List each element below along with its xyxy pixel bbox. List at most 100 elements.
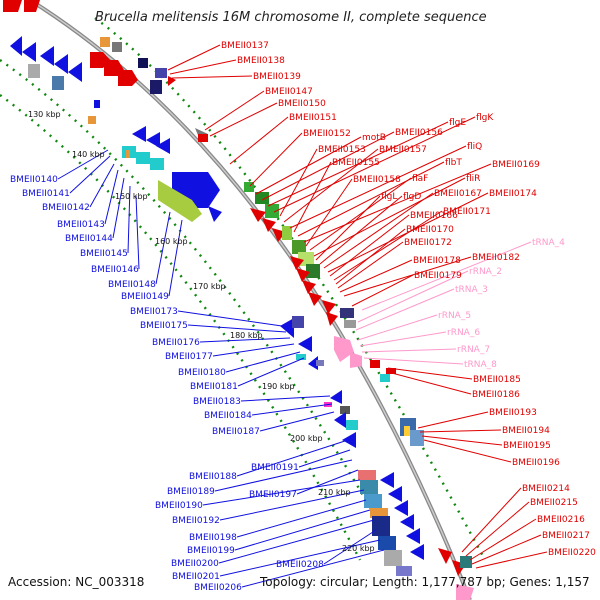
rna-leader-line — [361, 241, 532, 311]
rna-label[interactable]: tRNA_3 — [455, 285, 488, 295]
forward-gene-leader-line — [471, 534, 542, 565]
reverse-gene-label[interactable]: BMEII0144 — [65, 234, 113, 244]
kbp-label: 200 kbp — [290, 434, 323, 443]
reverse-gene-label[interactable]: BMEII0173 — [130, 307, 178, 317]
forward-gene-label[interactable]: BMEII0179 — [414, 271, 462, 281]
forward-gene-label[interactable]: BMEII0171 — [443, 207, 491, 217]
reverse-gene-label[interactable]: BMEII0142 — [42, 203, 90, 213]
forward-gene-label[interactable]: BMEII0166 — [410, 211, 458, 221]
forward-gene-label[interactable]: BMEII0158 — [353, 175, 401, 185]
forward-gene-label[interactable]: motB — [362, 133, 386, 143]
forward-gene-label[interactable]: BMEII0152 — [303, 129, 351, 139]
forward-gene-label[interactable]: BMEII0150 — [278, 99, 326, 109]
reverse-gene-label[interactable]: BMEII0180 — [178, 368, 226, 378]
gene-arrow — [40, 46, 54, 66]
reverse-gene-label[interactable]: BMEII0198 — [189, 533, 237, 543]
forward-gene-leader-line — [419, 429, 502, 433]
reverse-gene-label[interactable]: BMEII0188 — [189, 472, 237, 482]
gene-arrow — [22, 42, 36, 62]
forward-gene-label[interactable]: BMEII0172 — [404, 238, 452, 248]
reverse-gene-leader-line — [236, 439, 349, 477]
forward-gene-label[interactable]: flgL — [381, 192, 397, 202]
reverse-gene-label[interactable]: BMEII0145 — [80, 249, 128, 259]
forward-gene-label[interactable]: BMEII0147 — [265, 87, 313, 97]
rna-label[interactable]: rRNA_6 — [447, 328, 480, 338]
forward-gene-label[interactable]: fliQ — [467, 142, 482, 152]
forward-gene-label[interactable]: BMEII0194 — [502, 426, 550, 436]
forward-gene-label[interactable]: flaF — [412, 174, 428, 184]
rna-label[interactable]: tRNA_8 — [464, 360, 497, 370]
reverse-gene-label[interactable]: BMEII0191 — [251, 463, 299, 473]
reverse-gene-label[interactable]: BMEII0200 — [171, 559, 219, 569]
forward-gene-label[interactable]: BMEII0139 — [253, 72, 301, 82]
reverse-gene-label[interactable]: BMEII0197 — [249, 490, 297, 500]
rna-label[interactable]: rRNA_2 — [469, 267, 502, 277]
forward-gene-label[interactable]: flgK — [476, 113, 494, 123]
forward-gene-label[interactable]: BMEII0220 — [548, 548, 596, 558]
reverse-gene-label[interactable]: BMEII0199 — [187, 546, 235, 556]
forward-gene-leader-line — [279, 148, 318, 217]
forward-gene-leader-line — [171, 75, 253, 79]
reverse-gene-label[interactable]: BMEII0140 — [10, 175, 58, 185]
reverse-gene-label[interactable]: BMEII0183 — [193, 397, 241, 407]
reverse-gene-label[interactable]: BMEII0187 — [212, 427, 260, 437]
reverse-gene-label[interactable]: BMEII0206 — [194, 583, 242, 593]
rna-feature — [334, 336, 354, 362]
forward-gene-label[interactable]: BMEII0217 — [542, 531, 590, 541]
reverse-gene-label[interactable]: BMEII0148 — [108, 280, 156, 290]
forward-gene-label[interactable]: BMEII0138 — [237, 56, 285, 66]
forward-gene-label[interactable]: BMEII0137 — [221, 41, 269, 51]
reverse-gene-label[interactable]: BMEII0189 — [167, 487, 215, 497]
feature-block — [126, 150, 130, 158]
reverse-gene-leader-line — [155, 211, 171, 285]
reverse-gene-label[interactable]: BMEII0184 — [204, 411, 252, 421]
reverse-gene-label[interactable]: BMEII0143 — [57, 220, 105, 230]
forward-gene-label[interactable]: BMEII0153 — [318, 145, 366, 155]
forward-gene-label[interactable]: BMEII0174 — [489, 189, 537, 199]
forward-gene-label[interactable]: BMEII0193 — [489, 408, 537, 418]
forward-gene-label[interactable]: BMEII0185 — [473, 375, 521, 385]
forward-gene-label[interactable]: BMEII0186 — [472, 390, 520, 400]
feature-block — [346, 420, 358, 430]
forward-gene-label[interactable]: BMEII0155 — [332, 158, 380, 168]
gene-arrow — [168, 76, 176, 86]
reverse-gene-label[interactable]: BMEII0201 — [172, 572, 220, 582]
forward-gene-label[interactable]: flgE — [449, 118, 466, 128]
reverse-gene-label[interactable]: BMEII0146 — [91, 265, 139, 275]
rna-label[interactable]: rRNA_5 — [438, 311, 471, 321]
forward-gene-label[interactable]: BMEII0214 — [522, 484, 570, 494]
forward-gene-label[interactable]: fliR — [466, 174, 480, 184]
reverse-gene-label[interactable]: BMEII0176 — [152, 338, 200, 348]
forward-gene-label[interactable]: BMEII0169 — [492, 160, 540, 170]
feature-block — [265, 204, 279, 218]
reverse-gene-label[interactable]: BMEII0208 — [276, 560, 324, 570]
forward-gene-label[interactable]: BMEII0195 — [503, 441, 551, 451]
reverse-gene-leader-line — [296, 469, 359, 495]
reverse-gene-label[interactable]: BMEII0177 — [165, 352, 213, 362]
forward-gene-label[interactable]: BMEII0170 — [406, 225, 454, 235]
forward-gene-label[interactable]: BMEII0167 — [434, 189, 482, 199]
forward-gene-label[interactable]: BMEII0196 — [512, 458, 560, 468]
forward-gene-label[interactable]: BMEII0178 — [413, 256, 461, 266]
reverse-gene-label[interactable]: BMEII0141 — [22, 189, 70, 199]
gene-arrow — [3, 0, 22, 12]
forward-gene-label[interactable]: BMEII0182 — [472, 253, 520, 263]
reverse-gene-label[interactable]: BMEII0175 — [140, 321, 188, 331]
reverse-gene-leader-line — [234, 509, 371, 551]
feature-block — [150, 80, 162, 94]
forward-gene-label[interactable]: flbT — [445, 158, 462, 168]
reverse-gene-label[interactable]: BMEII0190 — [155, 501, 203, 511]
forward-gene-leader-line — [255, 136, 362, 195]
rna-label[interactable]: rRNA_7 — [457, 345, 490, 355]
forward-gene-label[interactable]: BMEII0156 — [395, 128, 443, 138]
forward-gene-label[interactable]: flgD — [403, 192, 421, 202]
forward-gene-label[interactable]: BMEII0157 — [379, 145, 427, 155]
reverse-gene-label[interactable]: BMEII0149 — [121, 292, 169, 302]
reverse-gene-label[interactable]: BMEII0192 — [172, 516, 220, 526]
reverse-gene-label[interactable]: BMEII0181 — [190, 382, 238, 392]
rna-label[interactable]: tRNA_4 — [532, 238, 565, 248]
rna-feature — [350, 352, 362, 368]
forward-gene-label[interactable]: BMEII0215 — [530, 498, 578, 508]
forward-gene-label[interactable]: BMEII0216 — [537, 515, 585, 525]
forward-gene-label[interactable]: BMEII0151 — [289, 113, 337, 123]
